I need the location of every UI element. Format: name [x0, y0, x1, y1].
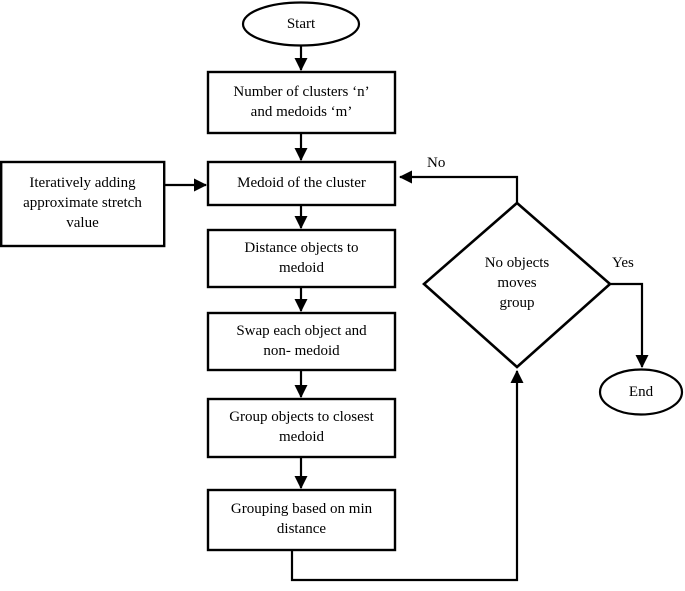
- node-shape-swap-object: [206, 311, 397, 372]
- node-shape-decision: [422, 201, 612, 369]
- edge-decision-no-to-medoid: [398, 170, 519, 203]
- edge-label-no: No: [427, 155, 446, 171]
- node-shape-start: [241, 1, 361, 47]
- node-shape-medoid-cluster: [206, 160, 397, 207]
- node-shape-end: [598, 368, 684, 416]
- node-shape-stretch: [0, 160, 166, 248]
- node-shape-clusters: [206, 70, 397, 135]
- node-shape-grouping-min: [206, 488, 397, 552]
- node-shape-distance-objects: [206, 228, 397, 289]
- edge-decision-yes-to-end: [610, 282, 649, 369]
- edge-label-yes: Yes: [612, 255, 634, 271]
- edge-grouping-min-to-decision: [290, 369, 524, 582]
- node-shape-group-objects: [206, 397, 397, 459]
